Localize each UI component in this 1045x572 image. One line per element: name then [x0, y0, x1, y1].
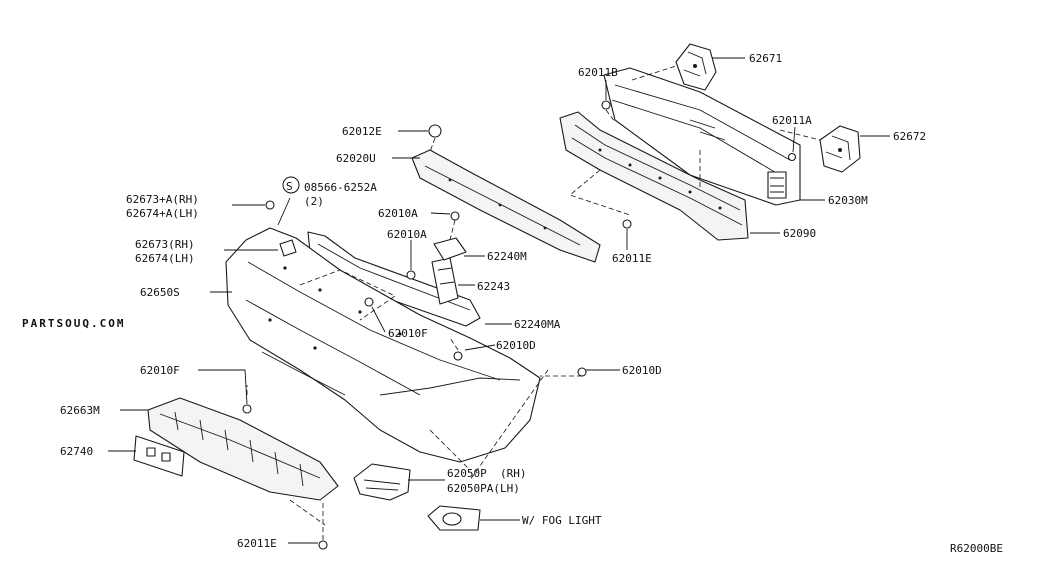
- clip-62010d-2[interactable]: [577, 367, 587, 377]
- label-62672[interactable]: 62672: [893, 130, 926, 143]
- label-62010f-mid[interactable]: 62010F: [388, 327, 428, 340]
- bumper-reinforcement-62030m[interactable]: [603, 67, 801, 206]
- clip-62011b[interactable]: [601, 100, 611, 110]
- label-62012e[interactable]: 62012E: [342, 125, 382, 138]
- label-62010f[interactable]: 62010F: [140, 364, 180, 377]
- label-62674a-lh[interactable]: 62674+A(LH): [126, 207, 199, 220]
- label-62050pa-lh[interactable]: 62050PA(LH): [447, 482, 520, 495]
- label-62243[interactable]: 62243: [477, 280, 510, 293]
- beam-end-plate: [767, 171, 787, 199]
- label-62011e-bottom[interactable]: 62011E: [237, 537, 277, 550]
- label-08566-qty: (2): [304, 195, 324, 208]
- clip-62010f-mid[interactable]: [364, 297, 374, 307]
- energy-absorber-62090[interactable]: [559, 111, 749, 241]
- bracket-62671[interactable]: [675, 43, 717, 91]
- clip-62010f[interactable]: [242, 404, 252, 414]
- under-cover-62663m[interactable]: [147, 397, 339, 501]
- bracket-62240m-upper[interactable]: [433, 237, 467, 261]
- label-62010d-1[interactable]: 62010D: [496, 339, 536, 352]
- clip-62010a-2[interactable]: [406, 270, 416, 280]
- label-62673a-rh[interactable]: 62673+A(RH): [126, 193, 199, 206]
- label-62650s[interactable]: 62650S: [140, 286, 180, 299]
- clip-62010d-1[interactable]: [453, 351, 463, 361]
- clip-62011e-top[interactable]: [622, 219, 632, 229]
- label-62240m[interactable]: 62240M: [487, 250, 527, 263]
- label-62050p-rh[interactable]: 62050P (RH): [447, 467, 526, 480]
- clip-62011e-bottom[interactable]: [318, 540, 328, 550]
- label-62663m[interactable]: 62663M: [60, 404, 100, 417]
- label-62740[interactable]: 62740: [60, 445, 93, 458]
- watermark: PARTSOUQ.COM: [22, 317, 125, 330]
- symbol-s-circle: [282, 176, 300, 194]
- label-62240ma[interactable]: 62240MA: [514, 318, 561, 331]
- label-08566-6252a[interactable]: 08566-6252A: [304, 181, 377, 194]
- fog-cover-with-fog-light[interactable]: [427, 505, 481, 531]
- label-62673-rh[interactable]: 62673(RH): [135, 238, 195, 251]
- label-62011b[interactable]: 62011B: [578, 66, 618, 79]
- label-62090[interactable]: 62090: [783, 227, 816, 240]
- clip-62011a[interactable]: [787, 152, 797, 162]
- label-62030m[interactable]: 62030M: [828, 194, 868, 207]
- symbol-s: S: [286, 180, 293, 193]
- label-62671[interactable]: 62671: [749, 52, 782, 65]
- clip-62010a-1[interactable]: [450, 211, 460, 221]
- label-fog-light: W/ FOG LIGHT: [522, 514, 602, 527]
- license-plate-bracket-62740[interactable]: [133, 435, 185, 477]
- label-62010d-2[interactable]: 62010D: [622, 364, 662, 377]
- side-bracket-62673[interactable]: [279, 239, 297, 257]
- fog-cover-62050p[interactable]: [353, 463, 411, 501]
- label-62010a-1[interactable]: 62010A: [378, 207, 418, 220]
- clip-62673a[interactable]: [265, 200, 275, 210]
- label-62011e-top[interactable]: 62011E: [612, 252, 652, 265]
- upper-seal-62020u[interactable]: [411, 149, 601, 263]
- bracket-62672[interactable]: [819, 125, 861, 173]
- label-62010a-2[interactable]: 62010A: [387, 228, 427, 241]
- clip-62012e[interactable]: [428, 124, 442, 138]
- diagram-ref-code: R62000BE: [950, 542, 1003, 555]
- label-62011a[interactable]: 62011A: [772, 114, 812, 127]
- label-62674-lh[interactable]: 62674(LH): [135, 252, 195, 265]
- label-62020u[interactable]: 62020U: [336, 152, 376, 165]
- bumper-fascia-62650s[interactable]: [225, 227, 541, 463]
